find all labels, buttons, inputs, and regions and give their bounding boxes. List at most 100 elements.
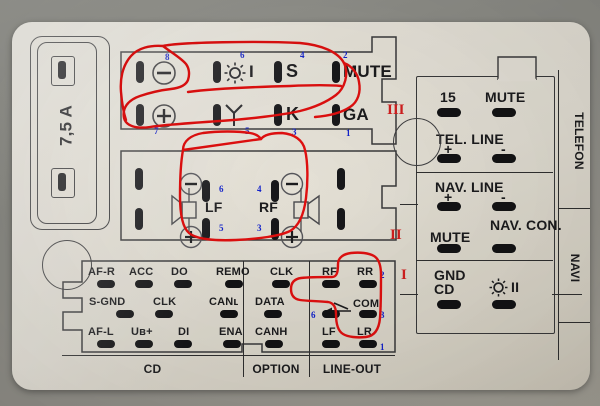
navi-gnd-divider bbox=[416, 260, 553, 262]
pin-number-3-lineout: 3 bbox=[380, 310, 385, 320]
cd-label-do: DO bbox=[171, 266, 188, 278]
telefon-pin-line-minus bbox=[492, 154, 516, 163]
divider-option-lineout bbox=[309, 261, 311, 377]
lineout-pin-com bbox=[359, 310, 377, 318]
pin-number-2a: 2 bbox=[343, 50, 348, 60]
option-pin-canl bbox=[220, 310, 238, 318]
navi-con-line1: NAV. CON. bbox=[490, 217, 562, 233]
option-pin-canh bbox=[265, 340, 283, 348]
cd-label-af-l: AF-L bbox=[88, 326, 114, 338]
pin-a8 bbox=[136, 61, 144, 83]
pin-b-outer-right-top bbox=[337, 168, 345, 190]
option-label-remo: REMO bbox=[216, 266, 250, 278]
pin-number-7: 7 bbox=[154, 126, 159, 136]
pin-a7 bbox=[136, 104, 144, 126]
gnd-label-line1: GND bbox=[434, 267, 466, 283]
connector-b-body bbox=[120, 150, 400, 242]
engraved-line-right-c bbox=[552, 294, 582, 296]
option-pin-remo bbox=[225, 280, 243, 288]
speaker-rf-minus-icon bbox=[280, 172, 304, 196]
lineout-label-rf: RF bbox=[322, 266, 338, 278]
connector-a-body bbox=[120, 36, 400, 146]
speaker-lf-label: LF bbox=[205, 199, 223, 215]
bottom-connector-strip bbox=[62, 260, 396, 354]
divider-cd-option bbox=[243, 261, 245, 377]
cd-pin-s-gnd bbox=[116, 310, 134, 318]
fuse-outer-frame bbox=[30, 36, 110, 230]
navi-label-nav-con: NAV. CON. bbox=[490, 217, 562, 233]
fuse-pin-bottom bbox=[58, 173, 66, 191]
navi-line-title: NAV. LINE bbox=[435, 179, 504, 195]
speaker-rf-icon bbox=[293, 188, 320, 232]
telefon-pin-15 bbox=[437, 108, 461, 117]
speaker-rf-label: RF bbox=[259, 199, 279, 215]
roman-numeral-I: I bbox=[401, 267, 407, 283]
gnd-illum-label: II bbox=[511, 279, 520, 295]
pin-number-5a: 5 bbox=[245, 126, 250, 136]
pin-a4 bbox=[274, 61, 282, 83]
pin-a4-label: S bbox=[286, 61, 299, 81]
side-label-navi: NAVI bbox=[568, 253, 582, 283]
pin-a3-label: K bbox=[286, 104, 300, 124]
telefon-navi-outer-box bbox=[416, 76, 555, 334]
cd-label-ub: Uʙ+ bbox=[131, 326, 153, 338]
antenna-icon bbox=[225, 104, 243, 126]
cd-label-acc: ACC bbox=[129, 266, 154, 278]
speaker-rf-plus-icon bbox=[280, 225, 304, 249]
cd-section-title: CD bbox=[143, 362, 162, 376]
lineout-pin-lf bbox=[322, 340, 340, 348]
minus-circle-icon bbox=[152, 61, 176, 85]
navi-pin-nav-con bbox=[492, 244, 516, 253]
pin-number-6b: 6 bbox=[219, 184, 224, 194]
side-label-divider-mid bbox=[558, 208, 590, 210]
fuse-slot-top bbox=[51, 56, 75, 86]
bottom-strip-outline bbox=[62, 260, 396, 353]
pin-a2-label: MUTE bbox=[343, 62, 392, 81]
side-label-divider-bottom bbox=[558, 322, 590, 324]
telefon-pin-mute bbox=[492, 108, 516, 117]
lineout-section-title: LINE-OUT bbox=[322, 362, 382, 376]
option-label-data: DATA bbox=[255, 296, 285, 308]
lineout-pin-arrow bbox=[322, 310, 340, 318]
pin-number-8: 8 bbox=[165, 52, 170, 62]
speaker-lf-plus-icon bbox=[179, 225, 203, 249]
cd-pin-acc bbox=[135, 280, 153, 288]
option-label-ena: ENA bbox=[219, 326, 243, 338]
mounting-hole-left bbox=[42, 240, 92, 290]
telefon-pin-line-plus bbox=[437, 154, 461, 163]
navi-pin-mute bbox=[437, 244, 461, 253]
connector-b-outline bbox=[120, 150, 397, 241]
cd-pin-di bbox=[174, 340, 192, 348]
option-label-canh: CANH bbox=[255, 326, 288, 338]
cd-label-af-r: AF-R bbox=[88, 266, 116, 278]
cd-label-clk: CLK bbox=[153, 296, 177, 308]
navi-pin-line-plus bbox=[437, 202, 461, 211]
telefon-navi-divider bbox=[416, 172, 553, 174]
gnd-label-line2: CD bbox=[434, 281, 455, 297]
cd-label-s-gnd: S-GND bbox=[89, 296, 126, 308]
fuse-slot-bottom bbox=[51, 168, 75, 198]
lineout-pin-lr bbox=[359, 340, 377, 348]
cd-pin-do bbox=[174, 280, 192, 288]
lineout-pin-rr bbox=[359, 280, 377, 288]
option-section-title: OPTION bbox=[252, 362, 300, 376]
illumination-sun-icon-gnd bbox=[489, 278, 508, 297]
navi-line-plus: + bbox=[444, 189, 453, 205]
pin-a6-label: I bbox=[249, 62, 254, 81]
pin-number-1a: 1 bbox=[346, 128, 351, 138]
side-label-telefon: TELEFON bbox=[572, 112, 586, 170]
fuse-pin-top bbox=[58, 61, 66, 79]
pin-number-4a: 4 bbox=[300, 50, 305, 60]
radio-connector-label: 7,5 A 8 I 6 S 4 bbox=[12, 22, 590, 390]
pin-b4 bbox=[271, 180, 279, 202]
speaker-lf-icon bbox=[171, 188, 197, 232]
telefon-label-15: 15 bbox=[440, 89, 456, 105]
gnd-pin-illum bbox=[492, 300, 516, 309]
pin-number-2-lineout: 2 bbox=[380, 270, 385, 280]
connector-a-outline bbox=[120, 36, 397, 145]
cd-label-di: DI bbox=[178, 326, 190, 338]
engraved-line-right-b bbox=[400, 294, 418, 296]
pin-b5 bbox=[202, 218, 210, 240]
lineout-label-com: COM. bbox=[353, 298, 383, 310]
